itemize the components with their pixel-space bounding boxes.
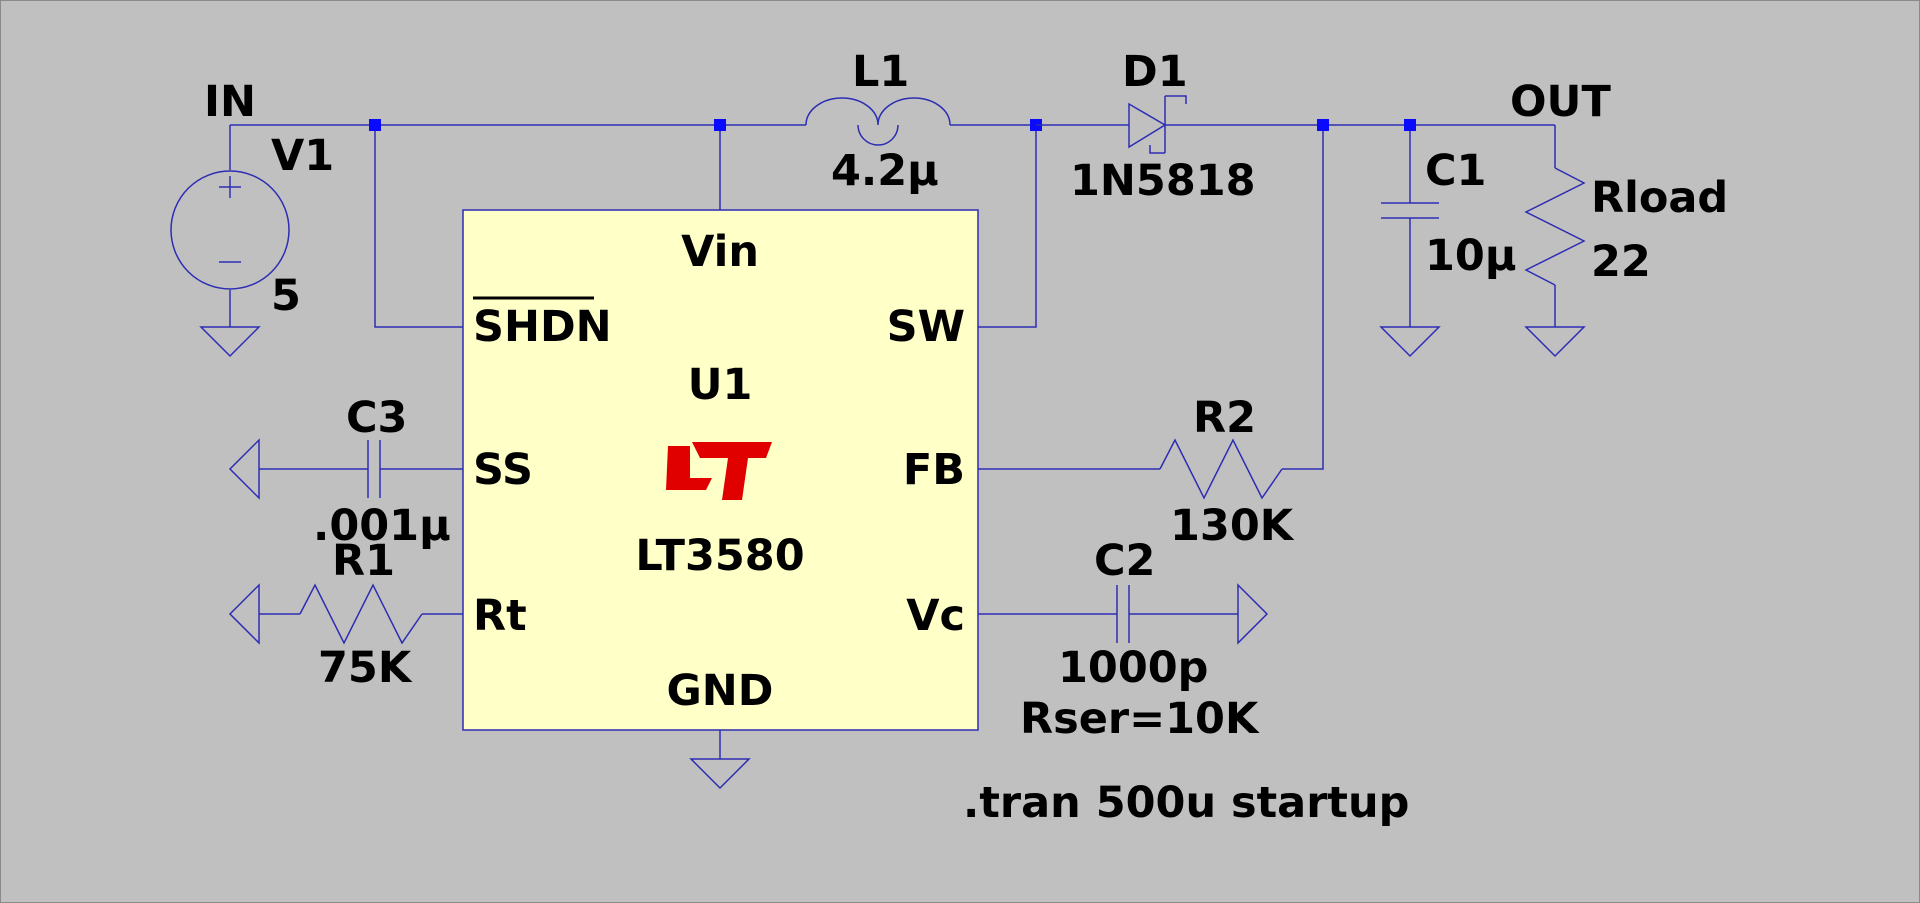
l1-value: 4.2µ (831, 146, 939, 196)
plus-sign (219, 176, 241, 198)
v1-ref: V1 (271, 131, 334, 181)
d1-ref: D1 (1122, 47, 1188, 97)
r1-value: 75K (318, 643, 413, 693)
capacitor-c3[interactable] (367, 440, 381, 498)
ground-symbol[interactable] (1524, 326, 1586, 358)
diode-symbol (1036, 95, 1187, 154)
ground-symbol[interactable] (228, 583, 260, 645)
resistor-r2[interactable] (1159, 438, 1283, 500)
ic-u1[interactable] (462, 209, 979, 731)
pin-label-vc: Vc (906, 591, 965, 641)
capacitor-c1[interactable] (1381, 202, 1439, 219)
junction-dot (1404, 119, 1416, 131)
ground-symbols (199, 326, 1586, 790)
junctions (369, 119, 1416, 131)
inductor-symbol (805, 97, 951, 146)
wire-sw[interactable] (978, 125, 1037, 328)
resistor-r1[interactable] (299, 583, 423, 645)
wire-shdn[interactable] (374, 125, 463, 328)
c1-ref: C1 (1425, 146, 1486, 196)
ic-ref: U1 (688, 360, 753, 410)
ground-symbol[interactable] (689, 758, 751, 790)
capacitor-c2[interactable] (1116, 585, 1130, 643)
d1-value: 1N5818 (1070, 156, 1256, 206)
pin-label-vin: Vin (681, 227, 759, 277)
capacitor-plates (1116, 585, 1130, 643)
pin-label-shdn: SHDN (473, 302, 612, 352)
l1-ref: L1 (852, 47, 909, 97)
net-label-in: IN (204, 77, 256, 127)
c3-value: .001µ (313, 501, 451, 551)
c3-ref: C3 (346, 393, 407, 443)
resistor-zigzag (1524, 167, 1586, 286)
ground-symbol[interactable] (228, 438, 260, 500)
ic-part-number: LT3580 (635, 531, 804, 581)
junction-dot (1317, 119, 1329, 131)
voltage-source-symbol (170, 170, 290, 290)
c2-ref: C2 (1094, 536, 1155, 586)
resistor-rload[interactable] (1524, 167, 1586, 286)
junction-dot (369, 119, 381, 131)
pin-label-rt: Rt (473, 591, 527, 641)
spice-directive[interactable]: .tran 500u startup (963, 778, 1409, 828)
r2-value: 130K (1170, 501, 1295, 551)
pin-label-fb: FB (903, 445, 965, 495)
c2-value: 1000p (1058, 643, 1208, 693)
c2-rser: Rser=10K (1020, 694, 1260, 744)
resistor-zigzag (299, 583, 423, 645)
labels: IN OUT V1 5 L1 4.2µ D1 1N5818 C1 10µ Rlo… (204, 47, 1728, 828)
pin-label-gnd: GND (667, 666, 774, 716)
ground-symbol[interactable] (1237, 583, 1269, 645)
capacitor-plates (367, 440, 381, 498)
capacitor-plates (1381, 202, 1439, 219)
wires (229, 124, 1556, 759)
rload-value: 22 (1591, 237, 1651, 287)
linear-technology-logo (666, 442, 772, 500)
rload-ref: Rload (1591, 173, 1728, 223)
pin-label-ss: SS (473, 445, 533, 495)
net-label-out: OUT (1510, 77, 1611, 127)
diode-d1[interactable] (1036, 95, 1187, 154)
logo-shape-l (666, 446, 712, 490)
ic-body (462, 209, 979, 731)
inductor-l1[interactable] (805, 97, 951, 146)
v1-value: 5 (271, 271, 301, 321)
ground-symbol[interactable] (199, 326, 261, 358)
logo-shape-t (692, 442, 772, 500)
junction-dot (714, 119, 726, 131)
c1-value: 10µ (1425, 231, 1516, 281)
wire-r2-out[interactable] (1282, 125, 1324, 470)
r1-ref: R1 (332, 536, 395, 586)
r2-ref: R2 (1193, 393, 1256, 443)
pin-label-sw: SW (887, 302, 965, 352)
ground-symbol[interactable] (1379, 326, 1441, 358)
voltage-source-v1[interactable] (170, 170, 290, 290)
resistor-zigzag (1159, 438, 1283, 500)
